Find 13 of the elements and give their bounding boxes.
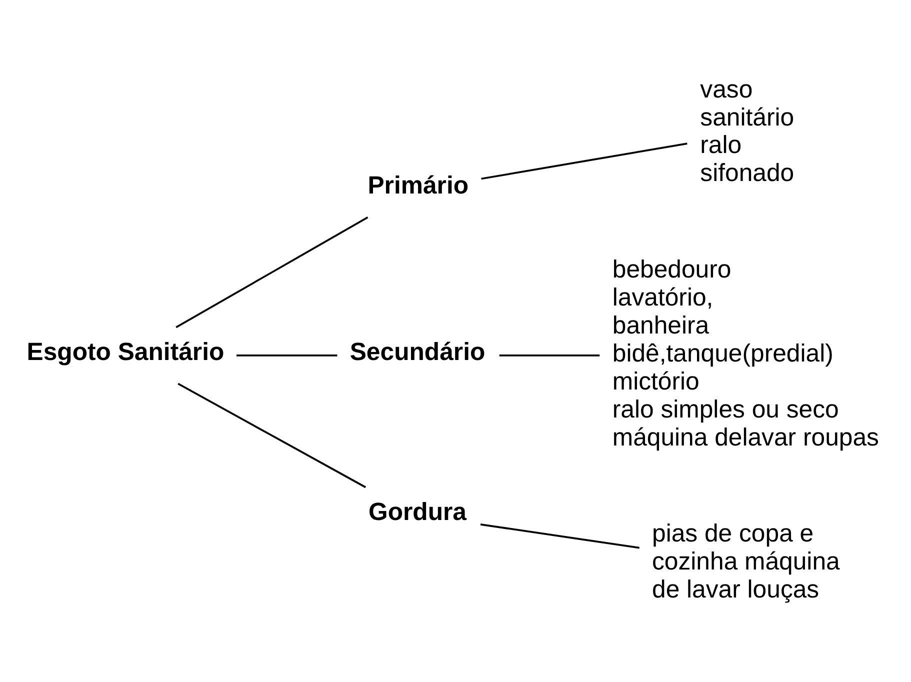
node-text: pias de copa e cozinha máquina de lavar louças [652,520,840,603]
connector [499,354,600,356]
node-text: Secundário [350,338,486,366]
node-text: vaso sanitário ralo sifonado [700,76,794,187]
connector [236,354,338,356]
connector [176,216,368,328]
node-text: bebedouro lavatório, banheira bidê,tanque(predial) mictório ralo simples ou seco máquina delavar roupas [612,256,879,451]
connector [480,523,640,548]
node-text: Primário [368,172,469,200]
node-text: Esgoto Sanitário [26,338,224,366]
node-text: Gordura [368,498,467,526]
connector [481,142,688,180]
connector [178,382,366,488]
